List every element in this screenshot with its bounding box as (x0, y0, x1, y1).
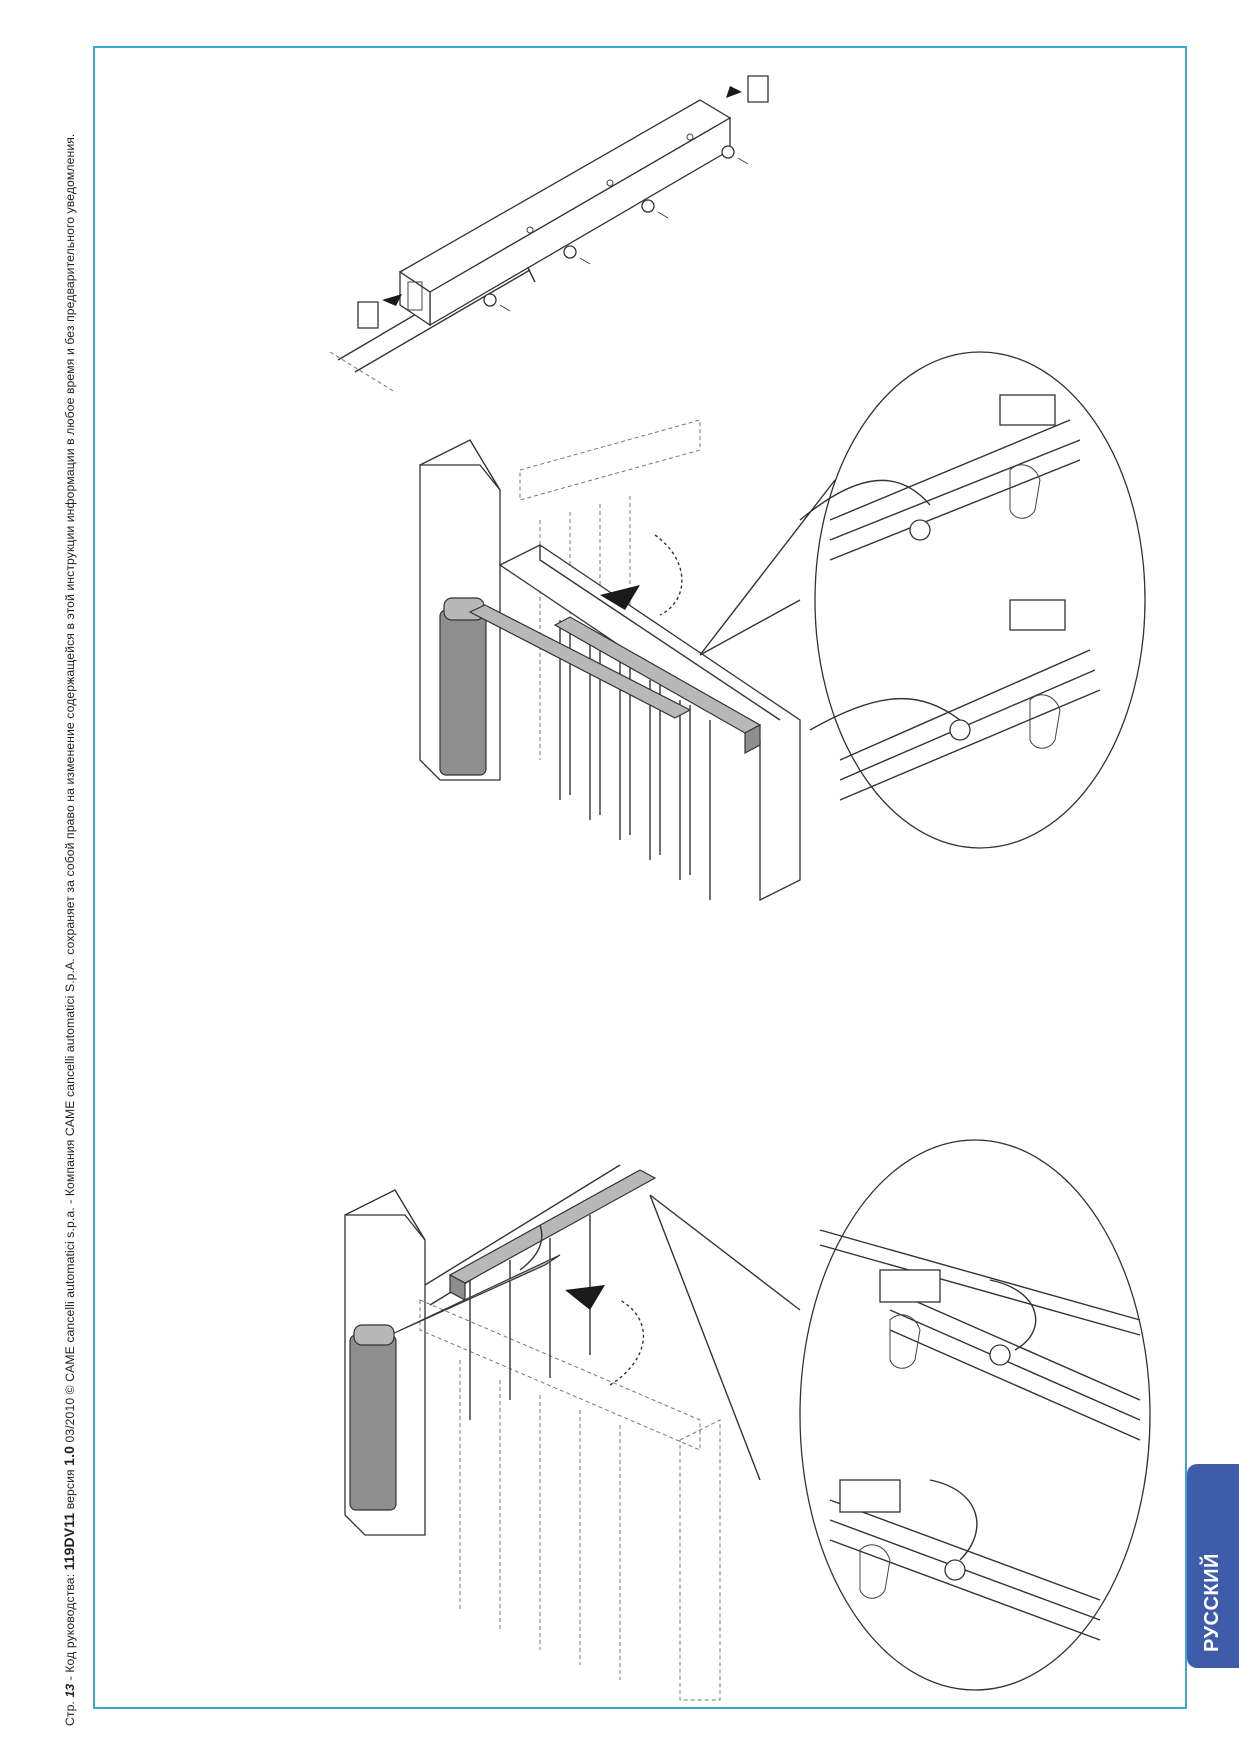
screw-icon (483, 145, 735, 307)
page-frame (93, 46, 1187, 1709)
language-tab[interactable]: РУССКИЙ (1187, 1464, 1239, 1668)
gate-opening-fixing-icon (419, 351, 1146, 902)
arm-profile-exploded-icon (329, 75, 769, 393)
gate-closing-fixing-icon (344, 1139, 1151, 1701)
